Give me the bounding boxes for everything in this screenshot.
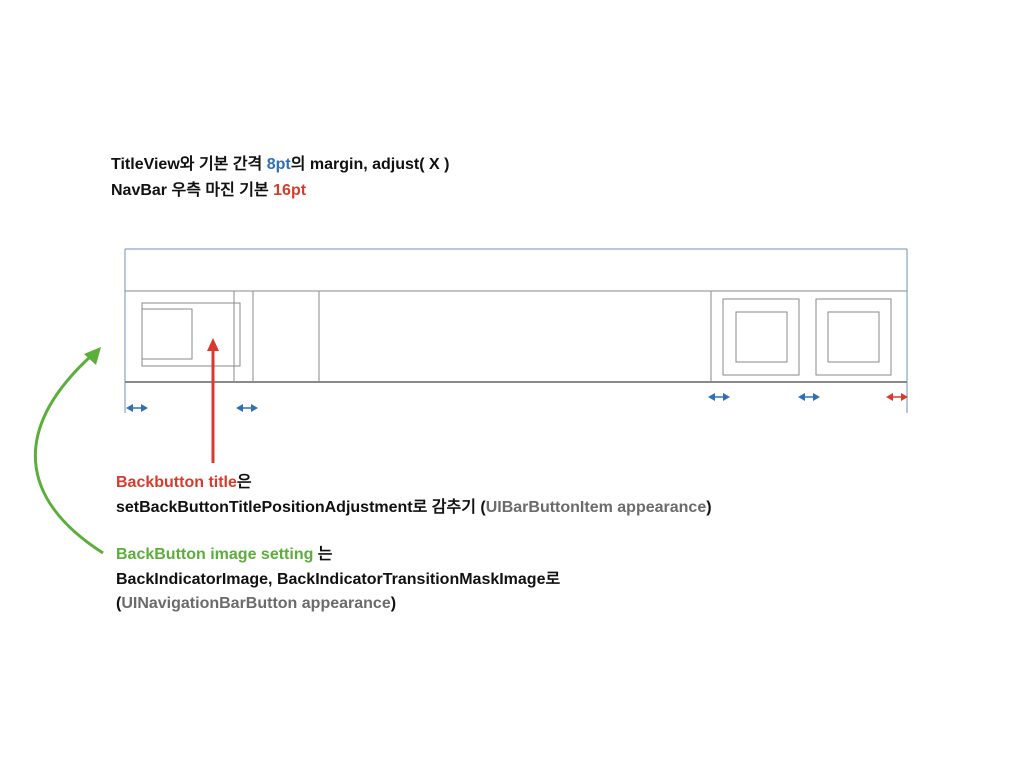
back-image-arrow [33,347,104,555]
back-title-note-line2: setBackButtonTitlePositionAdjustment로 감추… [116,498,712,518]
titleview-margin-label: TitleView와 기본 간격 8pt의 margin, adjust( X … [111,155,449,175]
back-image-note-close: ) [390,595,397,612]
navbar-margin-label: NavBar 우측 마진 기본 16pt [111,181,306,201]
margin-arrow-right-1 [708,393,730,401]
back-image-note-line2: BackIndicatorImage, BackIndicatorTransit… [116,571,561,588]
back-title-note-particle: 은 [236,474,252,491]
titleview-margin-suffix: 의 margin, adjust( X ) [290,156,450,173]
back-title-note-line1: Backbutton title은 [116,473,252,493]
back-image-note-highlight: BackButton image setting [116,546,314,563]
back-image-note-open: ( [116,595,122,612]
margin-arrow-right-edge [886,393,908,401]
margin-arrow-left-2 [236,404,258,412]
navbar-margin-value: 16pt [273,182,307,199]
back-title-note-highlight: Backbutton title [116,474,237,491]
titleview-margin-value: 8pt [266,156,291,173]
back-title-note-method: setBackButtonTitlePositionAdjustment로 감추… [116,499,486,516]
back-image-note-line3: (UINavigationBarButton appearance) [116,594,396,614]
navbar-separators [233,291,712,382]
back-button-box [141,302,241,367]
back-title-note-close: ) [706,499,712,516]
margin-arrow-left-1 [126,404,148,412]
right-bar-button-2 [815,298,892,376]
navbar-frame [124,248,908,413]
right-bar-button-1 [722,298,800,376]
back-image-note-appearance: UINavigationBarButton appearance [121,595,391,612]
back-image-note-particle: 는 [313,546,333,563]
navbar-margin-text: NavBar 우측 마진 기본 [111,182,274,199]
margin-arrow-right-2 [798,393,820,401]
back-title-note-appearance: UIBarButtonItem appearance [485,499,707,516]
back-image-note-line1: BackButton image setting 는 [116,545,333,565]
titleview-margin-text: TitleView와 기본 간격 [111,156,267,173]
back-title-arrow [207,338,219,463]
